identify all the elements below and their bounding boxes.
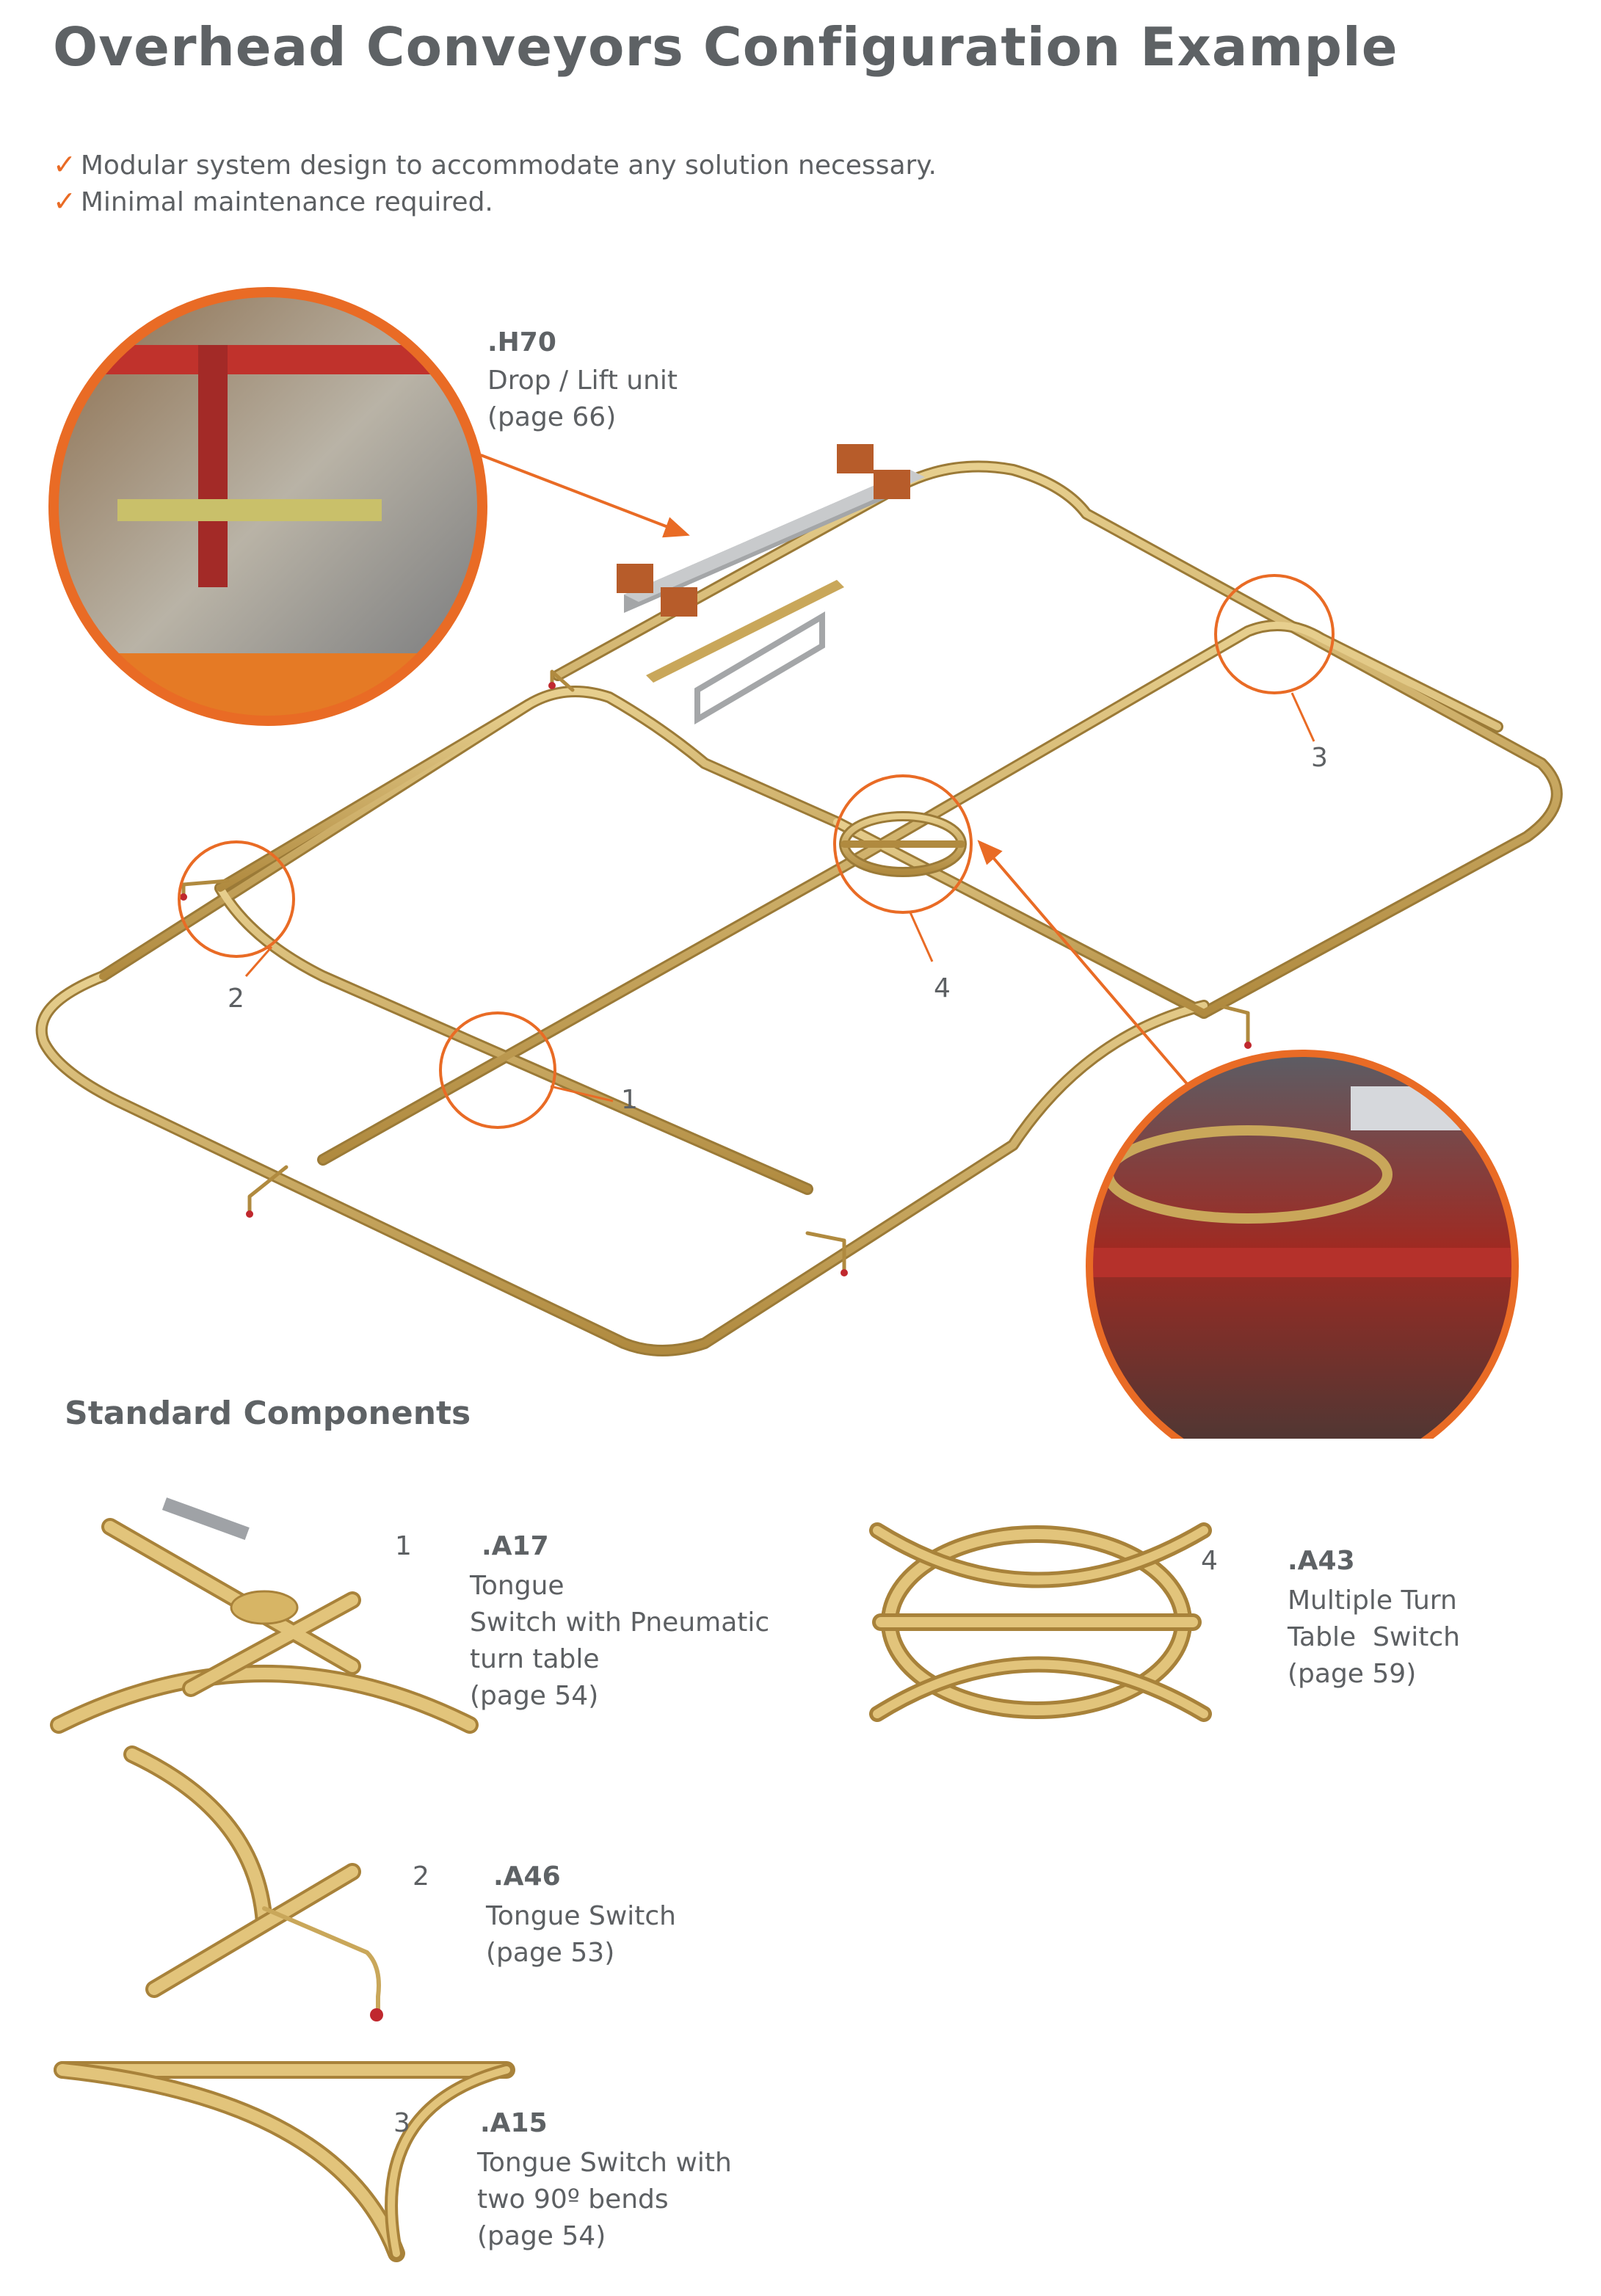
component-line: (page 54)	[470, 1681, 599, 1711]
component-line: (page 54)	[477, 2221, 606, 2251]
marker-circle-1	[439, 1011, 556, 1129]
a43-illustration	[869, 1522, 1212, 1722]
bullet-item: ✓Minimal maintenance required.	[53, 185, 493, 217]
component-number: 3	[393, 2108, 410, 2138]
component-line: Tongue	[470, 1571, 564, 1601]
turntable-photo	[1086, 1050, 1519, 1439]
component-code: .A46	[493, 1861, 561, 1892]
h70-page: (page 66)	[487, 402, 617, 432]
bullet-text: Minimal maintenance required.	[80, 187, 493, 217]
component-line: Tongue Switch with	[477, 2148, 732, 2178]
section-title: Standard Components	[65, 1395, 471, 1432]
component-code: .A43	[1288, 1546, 1355, 1576]
component-code: .A17	[482, 1531, 549, 1561]
conveyor-layout-diagram	[35, 287, 1563, 1439]
a46-illustration	[123, 1745, 383, 2021]
component-number: 1	[395, 1531, 412, 1561]
marker-label-4: 4	[934, 973, 951, 1003]
component-line: Switch with Pneumatic	[470, 1607, 770, 1638]
component-number: 4	[1201, 1546, 1218, 1576]
component-line: turn table	[470, 1644, 600, 1674]
component-number: 2	[413, 1861, 429, 1892]
marker-label-3: 3	[1311, 743, 1328, 773]
component-line: Multiple Turn	[1288, 1585, 1457, 1616]
component-line: two 90º bends	[477, 2184, 669, 2215]
h70-code: .H70	[487, 327, 556, 357]
marker-label-2: 2	[228, 984, 244, 1014]
component-line: (page 53)	[486, 1938, 615, 1968]
marker-circle-4	[833, 774, 973, 914]
component-line: Tongue Switch	[486, 1901, 676, 1931]
a15-illustration	[54, 2061, 515, 2262]
page-title: Overhead Conveyors Configuration Example	[53, 16, 1398, 78]
rail-loops	[35, 460, 1563, 1356]
component-line: (page 59)	[1288, 1659, 1417, 1689]
component-code: .A15	[480, 2108, 548, 2138]
check-icon: ✓	[53, 148, 76, 181]
check-icon: ✓	[53, 185, 76, 217]
bullet-text: Modular system design to accommodate any…	[80, 150, 937, 181]
marker-circle-2	[178, 840, 295, 958]
component-line: Table Switch	[1288, 1622, 1461, 1652]
drop-lift-unit	[617, 444, 925, 724]
marker-label-1: 1	[621, 1085, 638, 1115]
drop-lift-photo	[48, 287, 487, 726]
marker-circle-3	[1214, 574, 1335, 694]
bullet-item: ✓Modular system design to accommodate an…	[53, 148, 937, 181]
h70-label: Drop / Lift unit	[487, 366, 678, 396]
